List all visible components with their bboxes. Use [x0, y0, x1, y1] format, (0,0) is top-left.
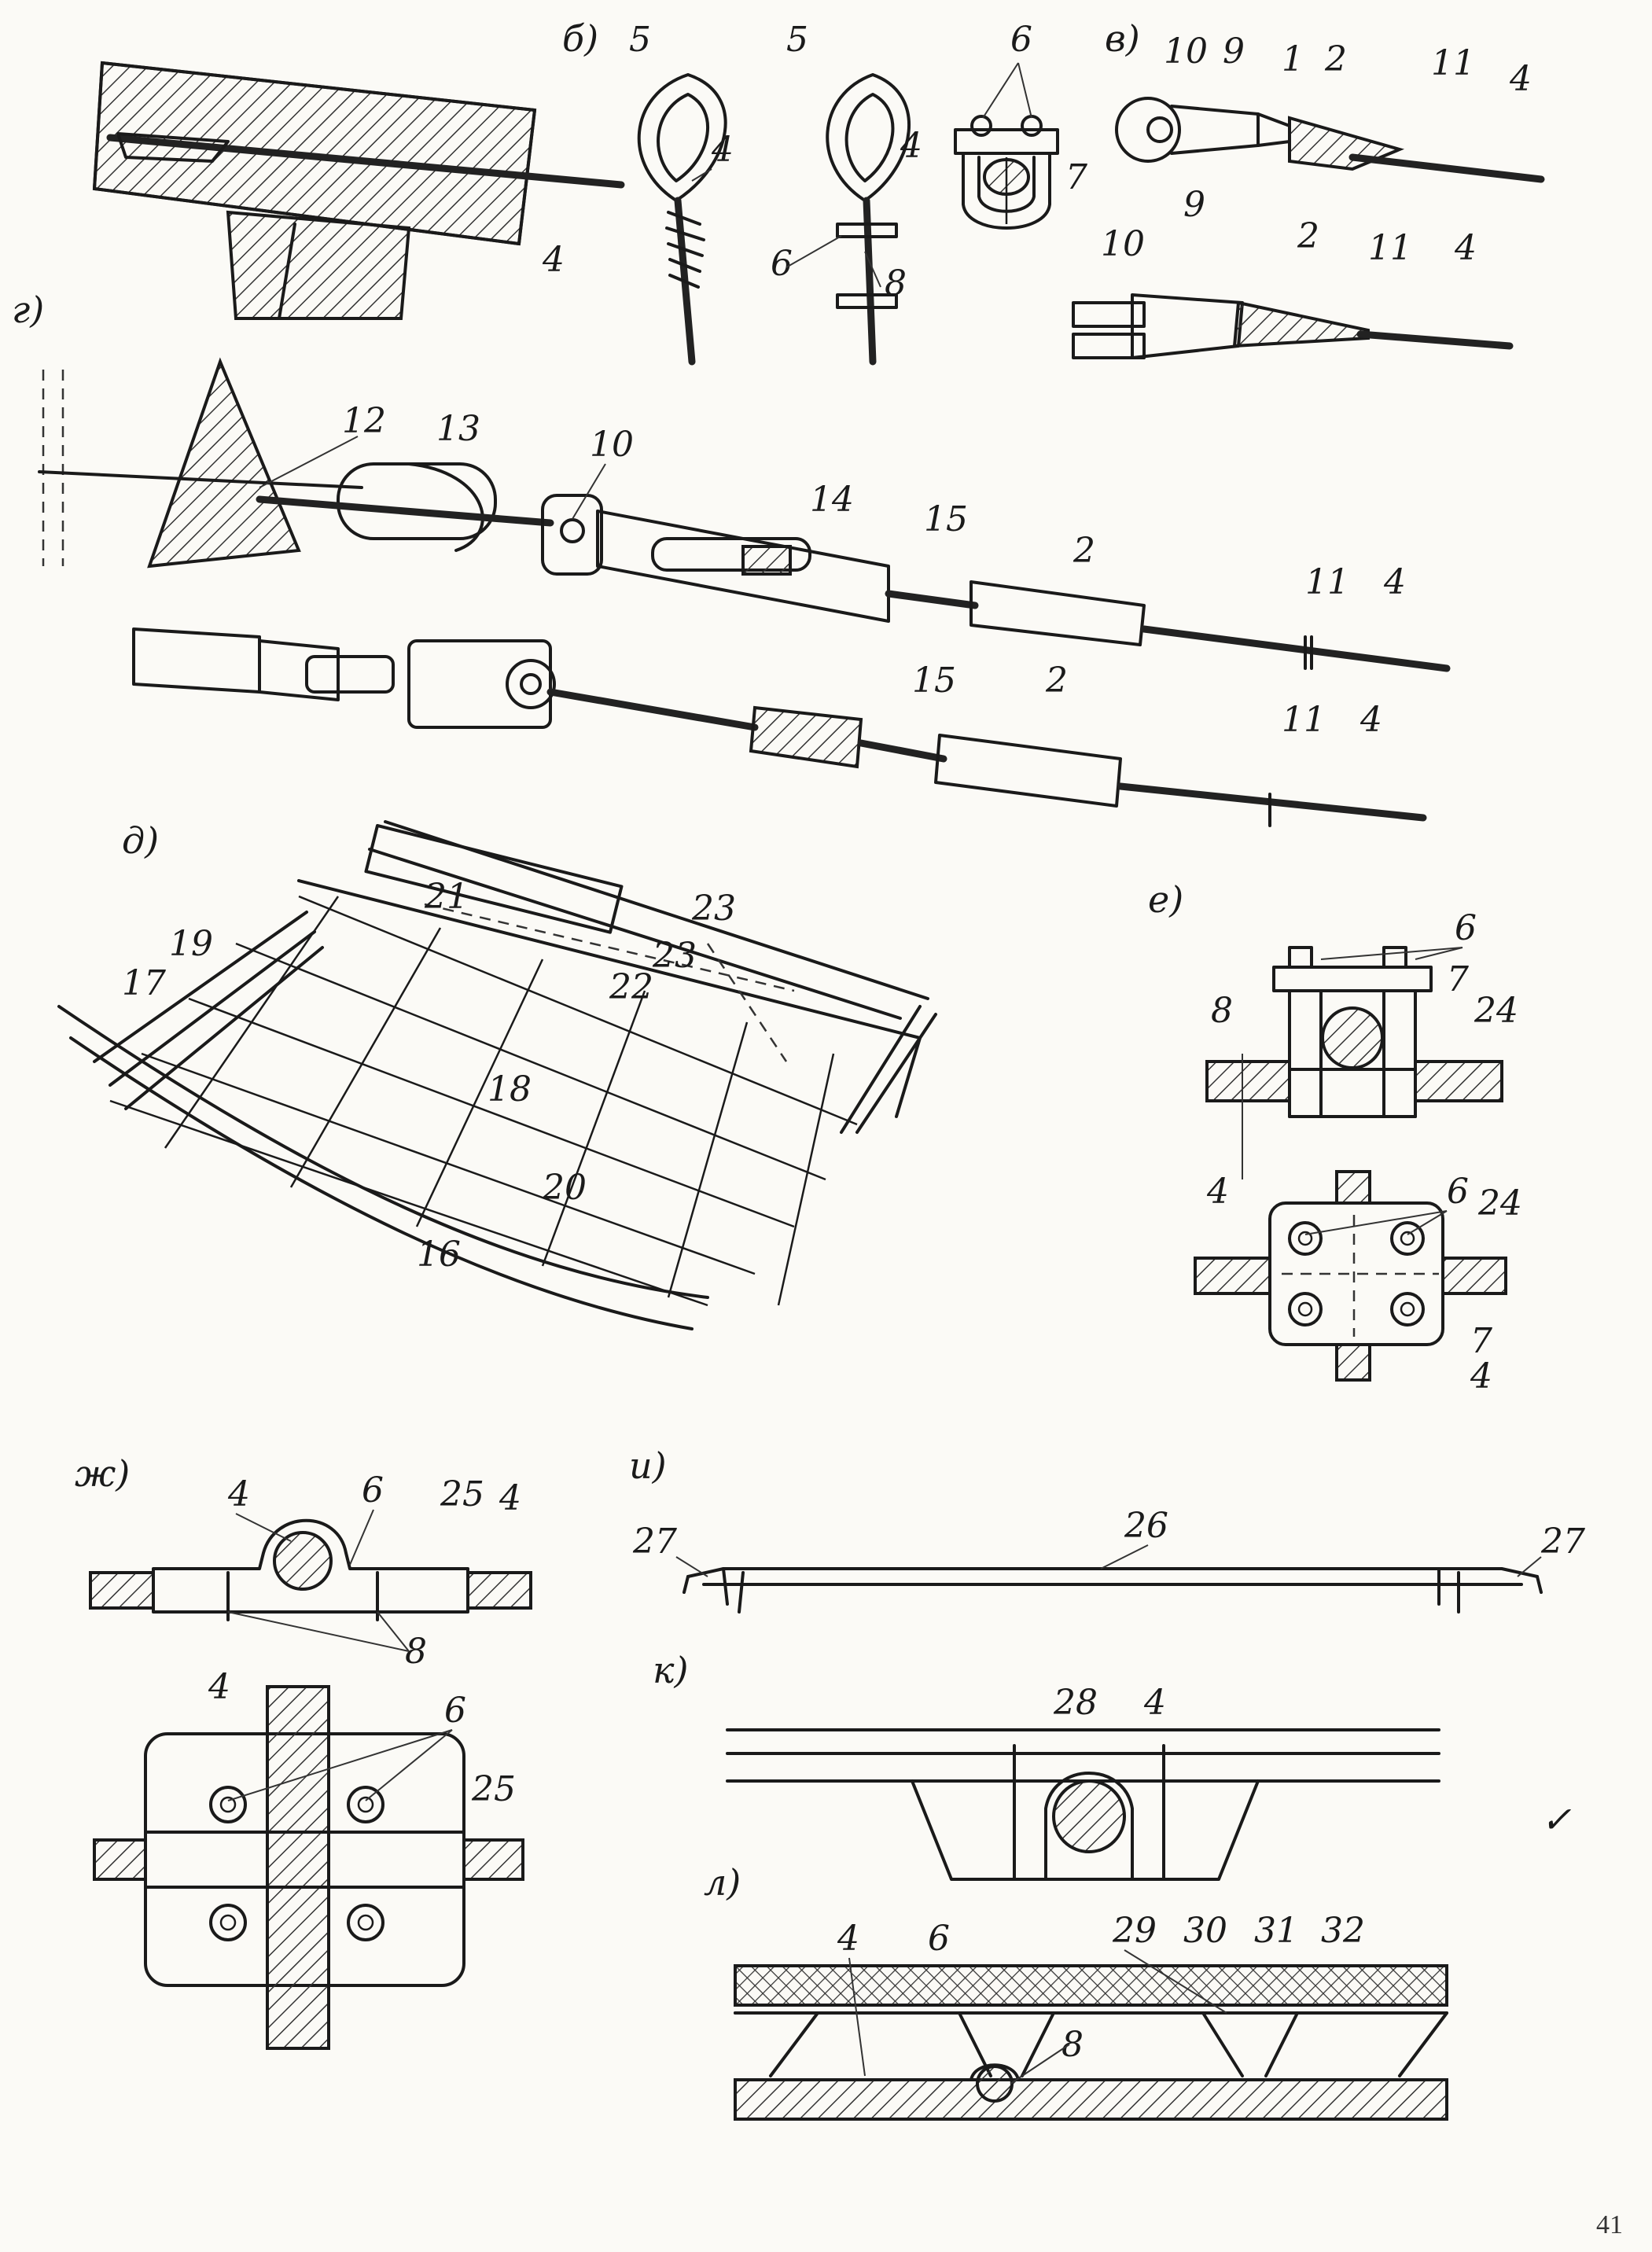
callout-8: 8: [885, 263, 907, 304]
callout-16: 16: [417, 1235, 461, 1275]
figure-i-bracket: [683, 1567, 1543, 1614]
callout-8: 8: [1061, 2025, 1084, 2065]
section-v-letter: в): [1105, 17, 1140, 60]
callout-7: 7: [1065, 157, 1087, 197]
callout-10: 10: [590, 425, 634, 465]
callout-27: 27: [1540, 1522, 1585, 1562]
callout-7: 7: [1470, 1321, 1492, 1361]
callout-4: 4: [900, 126, 922, 166]
section-i-letter: и): [629, 1444, 667, 1487]
callout-18: 18: [488, 1069, 532, 1109]
callout-4: 4: [1470, 1356, 1492, 1396]
callout-6: 6: [1455, 908, 1477, 948]
callout-25: 25: [471, 1769, 516, 1809]
callout-4: 4: [1143, 1683, 1166, 1723]
callout-4: 4: [227, 1474, 250, 1514]
callout-4: 4: [1206, 1172, 1229, 1212]
callout-4: 4: [837, 1919, 859, 1959]
callout-7: 7: [1447, 959, 1469, 999]
callout-11: 11: [1431, 43, 1475, 83]
section-b-letter: б): [562, 17, 598, 60]
callout-9: 9: [1183, 185, 1205, 225]
callout-4: 4: [542, 240, 565, 280]
callout-24: 24: [1474, 991, 1518, 1031]
callout-26: 26: [1124, 1506, 1168, 1546]
figure-k-channel: [726, 1728, 1440, 1881]
callout-11: 11: [1282, 700, 1326, 740]
figure-l-floor-section: [734, 1964, 1448, 2121]
callout-22: 22: [609, 967, 653, 1007]
callout-5: 5: [786, 20, 808, 60]
callout-6: 6: [444, 1691, 466, 1731]
callout-4: 4: [1383, 562, 1406, 602]
callout-2: 2: [1297, 216, 1319, 256]
figure-b-thimbles: [637, 73, 1059, 366]
callout-20: 20: [542, 1168, 587, 1208]
section-k-letter: к): [653, 1649, 688, 1691]
callout-10: 10: [1101, 224, 1145, 264]
callout-2: 2: [1045, 661, 1068, 701]
callout-32: 32: [1321, 1911, 1365, 1951]
callout-6: 6: [771, 244, 793, 284]
callout-11: 11: [1368, 228, 1412, 268]
section-zh-letter: ж): [75, 1452, 130, 1495]
callout-6: 6: [1447, 1172, 1469, 1212]
callout-4: 4: [499, 1478, 521, 1518]
callout-6: 6: [362, 1470, 384, 1511]
callout-23: 23: [691, 889, 736, 929]
callout-31: 31: [1254, 1911, 1298, 1951]
callout-23: 23: [652, 936, 697, 976]
callout-14: 14: [810, 480, 854, 520]
checkmark: ✓: [1541, 1798, 1572, 1841]
callout-13: 13: [436, 409, 480, 449]
callout-15: 15: [912, 661, 956, 701]
callout-5: 5: [629, 20, 651, 60]
callout-8: 8: [1211, 991, 1233, 1031]
callout-12: 12: [342, 401, 386, 441]
callout-6: 6: [1010, 20, 1032, 60]
callout-29: 29: [1112, 1911, 1157, 1951]
figure-g-tensioners: [38, 357, 1451, 827]
figure-zh-plate-clamp: [89, 1518, 532, 2050]
callout-1: 1: [1282, 39, 1304, 79]
callout-4: 4: [1509, 59, 1532, 99]
callout-10: 10: [1164, 31, 1208, 72]
figure-e-clamp: [1194, 946, 1507, 1382]
callout-4: 4: [711, 130, 734, 170]
callout-15: 15: [924, 499, 968, 539]
callout-4: 4: [1454, 228, 1477, 268]
callout-4: 4: [1359, 700, 1382, 740]
callout-2: 2: [1073, 531, 1095, 571]
callout-25: 25: [440, 1474, 484, 1514]
callout-6: 6: [928, 1919, 950, 1959]
callout-4: 4: [208, 1667, 230, 1707]
leader-lines: [227, 62, 1542, 2085]
callout-28: 28: [1053, 1683, 1098, 1723]
section-e-letter: е): [1148, 878, 1183, 921]
callout-11: 11: [1305, 562, 1349, 602]
callout-17: 17: [122, 963, 166, 1003]
section-d-letter: д): [122, 819, 159, 862]
figure-v-cone-terminals: [1072, 97, 1545, 359]
callout-30: 30: [1183, 1911, 1227, 1951]
figure-a-anchor-block: [92, 61, 625, 320]
callout-24: 24: [1477, 1183, 1522, 1224]
callout-27: 27: [632, 1522, 677, 1562]
figure-d-mesh: [57, 820, 937, 1330]
callout-2: 2: [1324, 39, 1347, 79]
callout-21: 21: [424, 877, 469, 917]
callout-9: 9: [1223, 31, 1245, 72]
section-l-letter: л): [704, 1861, 741, 1904]
page-number: 41: [1596, 2210, 1623, 2239]
section-g-letter: г): [12, 289, 44, 331]
callout-19: 19: [169, 924, 213, 964]
